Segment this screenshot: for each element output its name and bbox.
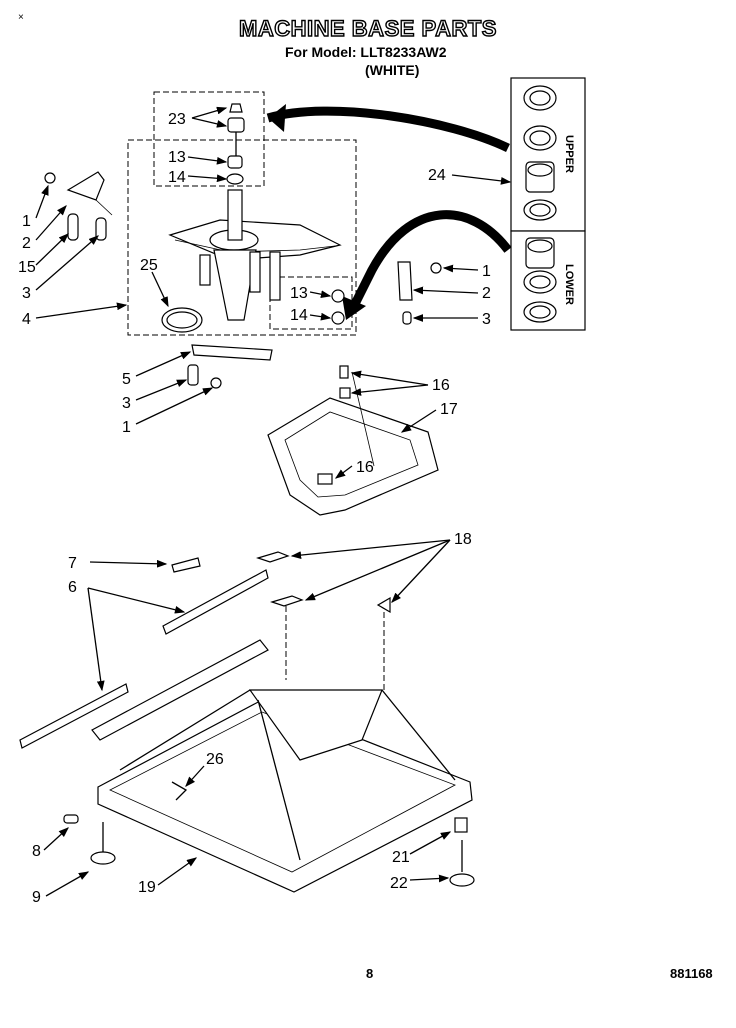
right-bracket-parts [331,261,442,325]
callout-18: 18 [454,531,472,548]
transmission-box [127,139,357,336]
leader-lines [35,106,512,897]
base-frame [91,639,473,893]
model-line: For Model: LLT8233AW2 [285,44,447,60]
callout-1-left: 1 [22,213,31,230]
callout-26: 26 [206,751,224,768]
callout-5: 5 [122,371,131,388]
callout-16-lower: 16 [356,459,374,476]
page-number: 8 [366,966,374,981]
callout-6: 6 [68,579,77,596]
lower-curved-arrow [347,210,512,313]
tub-support [267,365,439,516]
callout-9: 9 [32,889,41,906]
diagram-title: MACHINE BASE PARTS [238,15,497,41]
shaft-seals [226,103,245,185]
callout-3-left: 3 [22,285,31,302]
rear-leg [449,817,475,887]
lower-bracket-parts [187,344,273,389]
callout-2-left: 2 [22,235,31,252]
callout-19: 19 [138,879,156,896]
callout-2-right: 2 [482,285,491,302]
callout-23: 23 [168,111,186,128]
callout-14-upper: 14 [168,169,186,186]
upper-seal-set [523,85,557,221]
callout-15: 15 [18,259,36,276]
callout-13-right: 13 [290,285,308,302]
transmission-assembly [168,189,342,321]
upper-label: UPPER [563,135,575,173]
side-brackets [19,557,269,749]
corner-mark: × [18,12,24,23]
callout-4: 4 [22,311,31,328]
leg-clips [256,551,391,690]
document-number: 881168 [670,966,713,981]
callout-8: 8 [32,843,41,860]
callout-24: 24 [428,167,446,184]
callout-17: 17 [440,401,458,418]
lower-seal-set [523,237,557,323]
front-leg [63,814,116,865]
callout-1-right: 1 [482,263,491,280]
callout-13-upper: 13 [168,149,186,166]
lower-label: LOWER [563,264,575,305]
color-line: (WHITE) [365,62,420,78]
callout-21: 21 [392,849,410,866]
callout-3-lower: 3 [122,395,131,412]
callout-3-right: 3 [482,311,491,328]
left-bracket-parts [44,171,113,241]
shaft-parts-box [153,91,265,187]
upper-curved-arrow [266,106,510,153]
callout-25: 25 [140,257,158,274]
callout-22: 22 [390,875,408,892]
callout-7: 7 [68,555,77,572]
callout-1-lower: 1 [122,419,131,436]
callout-14-right: 14 [290,307,308,324]
callout-16-upper: 16 [432,377,450,394]
